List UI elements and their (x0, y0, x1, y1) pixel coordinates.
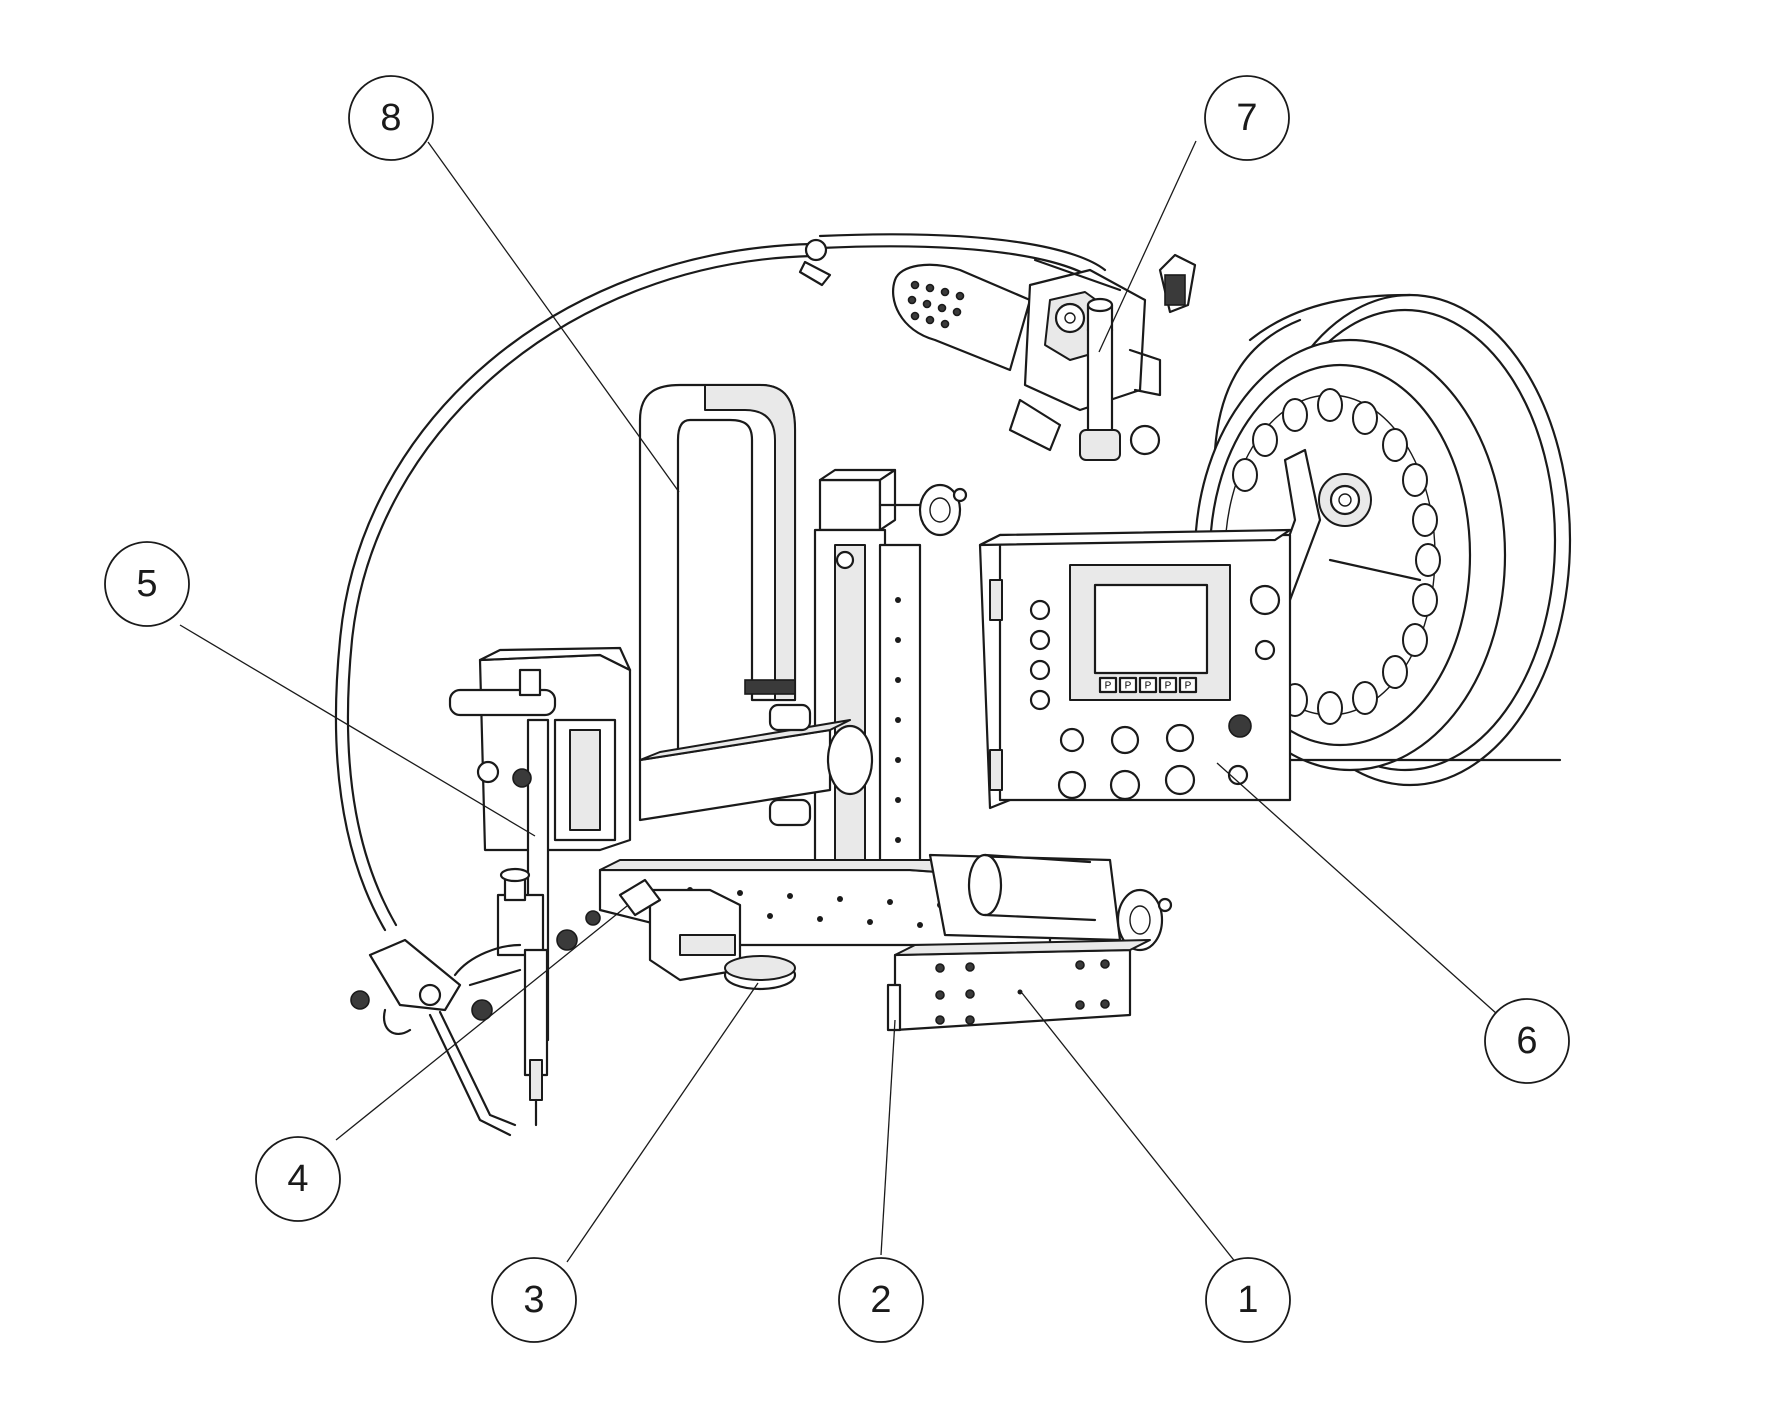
leader-line-1 (1021, 992, 1249, 1279)
base-carriage (598, 853, 1173, 1032)
screen-button-4: P (1165, 681, 1172, 692)
screen-button-1: P (1105, 681, 1112, 692)
leader-line-3 (566, 982, 759, 1263)
leader-line-6 (1216, 762, 1498, 1015)
callout-5-label: 5 (136, 563, 157, 605)
callout-1-label: 1 (1237, 1279, 1258, 1321)
leader-line-7 (1098, 140, 1197, 353)
clamp-bracket (350, 938, 522, 1137)
callout-1: 1 (1205, 1257, 1291, 1343)
callout-7-label: 7 (1236, 97, 1257, 139)
leader-line-5 (179, 624, 536, 837)
vertical-slide-column (813, 468, 968, 902)
cable-bracket-u (638, 383, 797, 762)
callout-5: 5 (104, 541, 190, 627)
callout-2-label: 2 (870, 1279, 891, 1321)
callout-6-label: 6 (1516, 1020, 1537, 1062)
torch-assembly (448, 646, 632, 1127)
callout-6: 6 (1484, 998, 1570, 1084)
callout-8: 8 (348, 75, 434, 161)
control-knobs (1057, 714, 1252, 801)
leader-line-8 (427, 141, 680, 493)
control-box: P P P P P (978, 528, 1292, 810)
callout-3-label: 3 (523, 1279, 544, 1321)
screen-buttons: P P P P P (1098, 676, 1198, 694)
callouts: 1 2 3 4 5 6 7 8 (104, 75, 1570, 1343)
leader-line-2 (880, 1019, 896, 1256)
leader-line-4 (335, 905, 628, 1141)
screen-button-5: P (1185, 681, 1192, 692)
leader-lines (179, 140, 1498, 1279)
callout-7: 7 (1204, 75, 1290, 161)
column-screws (895, 597, 901, 843)
callout-2: 2 (838, 1257, 924, 1343)
bracket-holes (935, 959, 1110, 1025)
wire-feeder (892, 253, 1197, 461)
horizontal-arm (638, 703, 874, 827)
indicator-lights (1029, 599, 1051, 711)
callout-4: 4 (255, 1136, 341, 1222)
callout-8-label: 8 (380, 97, 401, 139)
callout-3: 3 (491, 1257, 577, 1343)
callout-4-label: 4 (287, 1158, 308, 1200)
arc-hose (334, 233, 1107, 932)
feeder-vent-holes (907, 280, 965, 329)
screen-button-2: P (1125, 681, 1132, 692)
screen-button-3: P (1145, 681, 1152, 692)
